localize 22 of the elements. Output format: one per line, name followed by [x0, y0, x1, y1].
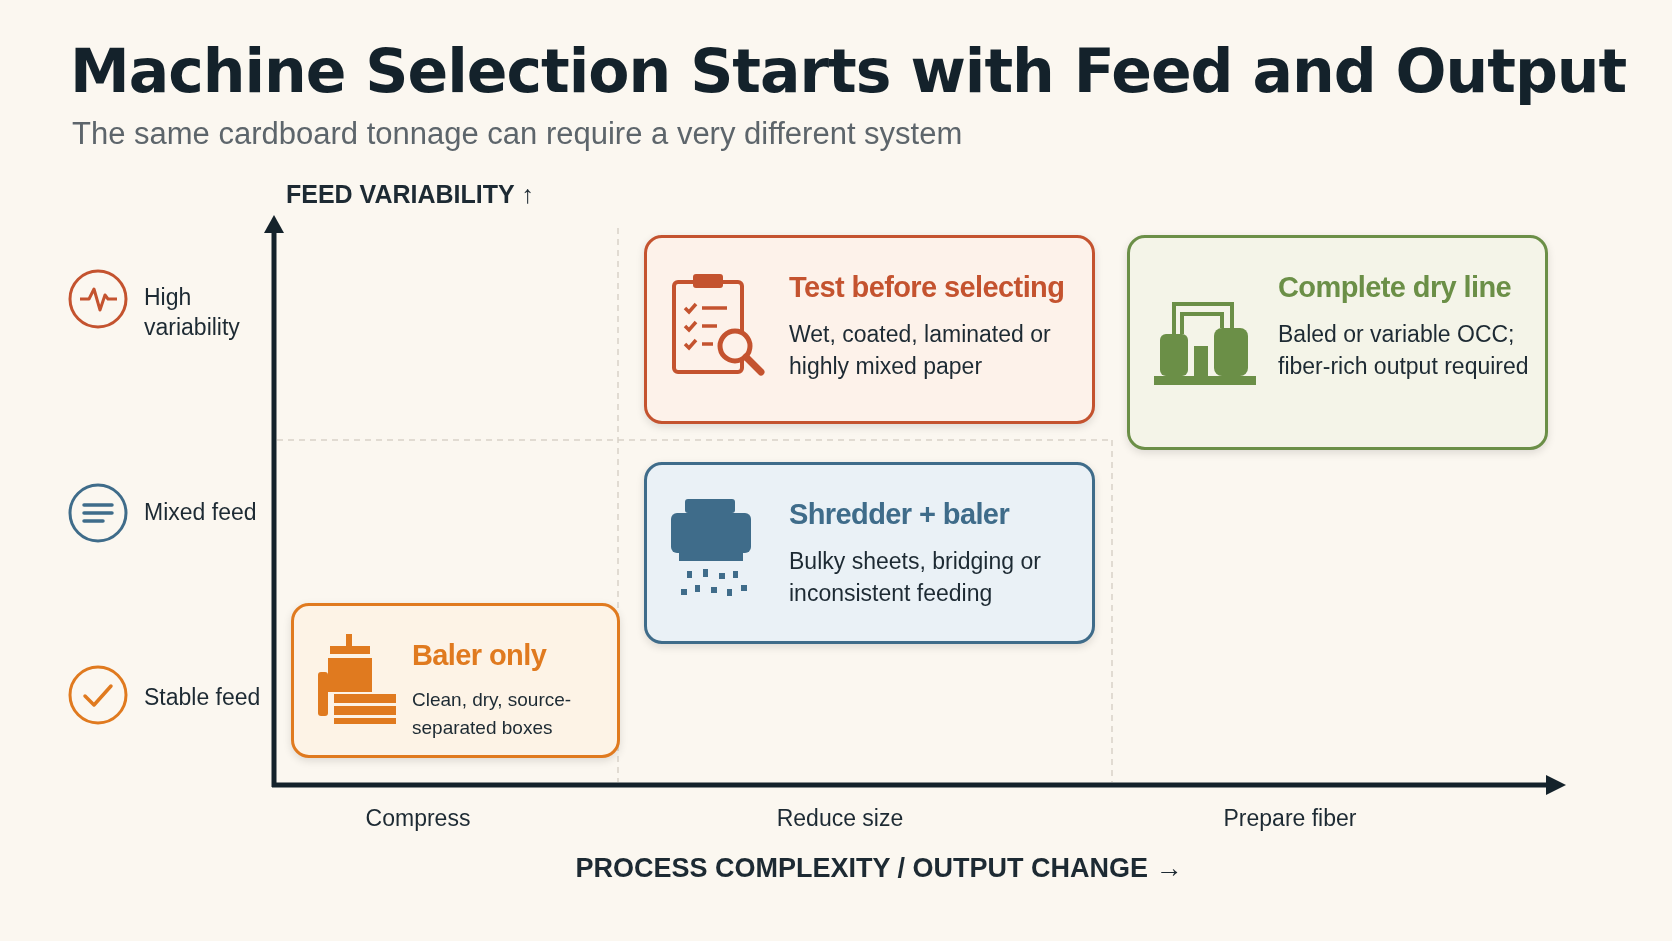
card-heading: Baler only: [412, 638, 548, 672]
quadrant-card: [291, 603, 620, 758]
row-label: High variability: [144, 283, 241, 342]
card-description: Baled or variable OCC; fiber-rich output required: [1278, 320, 1530, 381]
column-label: Reduce size: [775, 805, 905, 832]
column-label: Prepare fiber: [1222, 805, 1358, 832]
title: Machine Selection Starts with Feed and Output: [70, 36, 1627, 106]
card-heading: Shredder + baler: [789, 497, 1011, 531]
card-heading: Complete dry line: [1278, 270, 1513, 304]
axis-title: FEED VARIABILITY ↑: [286, 180, 534, 209]
row-label: Mixed feed: [144, 499, 257, 526]
quadrant-card: [644, 462, 1095, 644]
column-label: Compress: [364, 805, 472, 832]
quadrant-card: [1127, 235, 1548, 450]
card-description: Bulky sheets, bridging or inconsistent feeding: [789, 547, 1042, 608]
subtitle: The same cardboard tonnage can require a very different system: [72, 116, 963, 152]
card-description: Wet, coated, laminated or highly mixed paper: [789, 320, 1052, 381]
card-heading: Test before selecting: [789, 270, 1066, 304]
card-description: Clean, dry, source-separated boxes: [412, 688, 573, 740]
axis-title: PROCESS COMPLEXITY / OUTPUT CHANGE →: [574, 853, 1184, 884]
row-label: Stable feed: [144, 684, 261, 711]
quadrant-card: [644, 235, 1095, 424]
